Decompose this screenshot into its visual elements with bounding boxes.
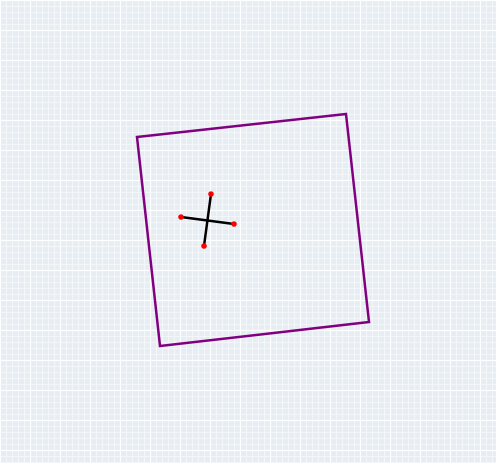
rotated-square[interactable] bbox=[135, 112, 371, 348]
cross-endpoint-top[interactable] bbox=[208, 191, 214, 197]
cross-endpoint-left[interactable] bbox=[178, 214, 184, 220]
cross-endpoint-right[interactable] bbox=[231, 221, 237, 227]
cross-marker[interactable] bbox=[178, 191, 237, 249]
cross-endpoint-bottom[interactable] bbox=[201, 243, 207, 249]
cross-arm-horizontal bbox=[179, 215, 236, 226]
